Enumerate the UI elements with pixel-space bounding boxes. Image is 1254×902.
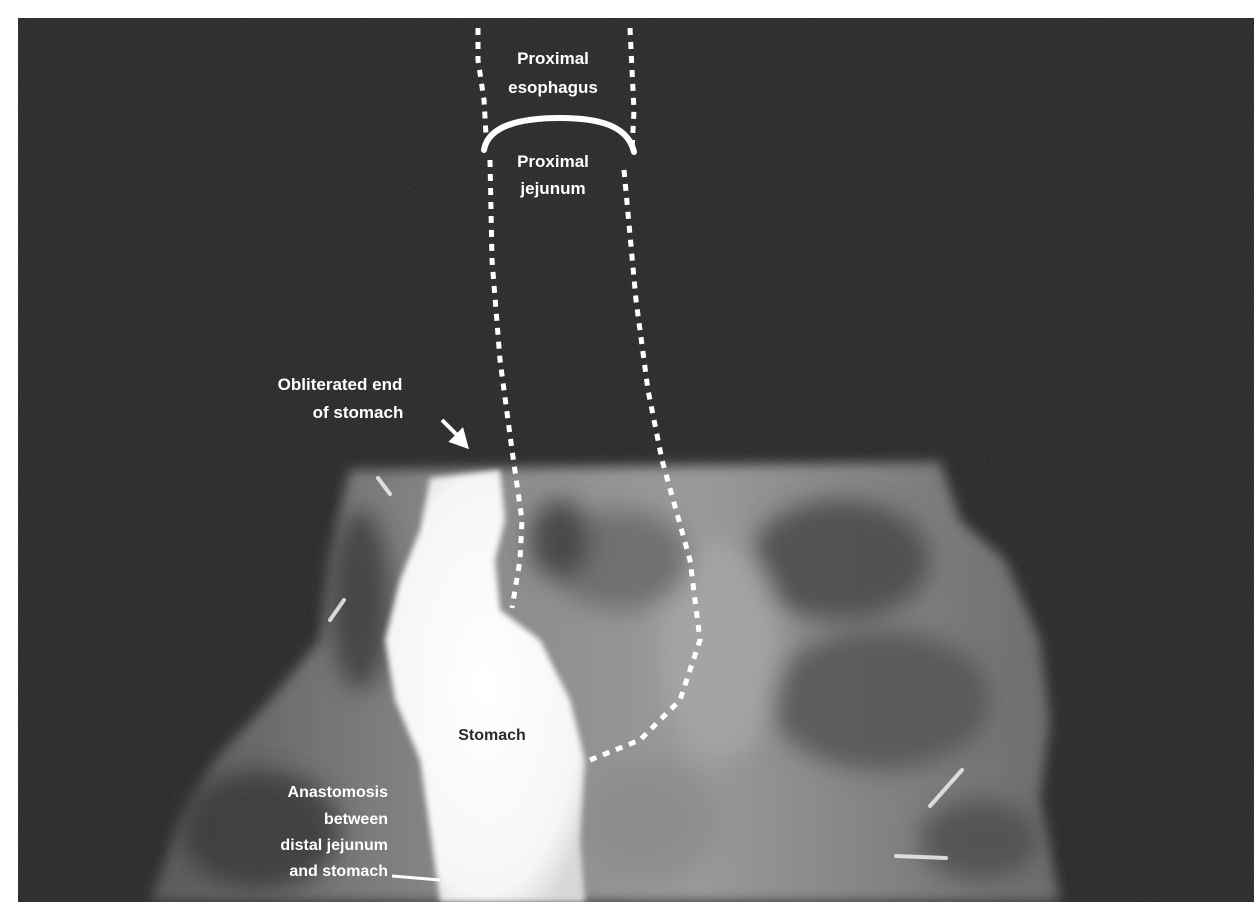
label-anastomosis-4: and stomach xyxy=(289,863,388,880)
label-proximal-jejunum-1: Proximal xyxy=(517,152,589,171)
label-stomach: Stomach xyxy=(458,727,526,744)
label-anastomosis-2: between xyxy=(324,811,388,828)
label-anastomosis-1: Anastomosis xyxy=(288,784,389,801)
label-proximal-esophagus-2: esophagus xyxy=(508,78,598,97)
label-obliterated-end-2: of stomach xyxy=(313,403,404,422)
label-anastomosis-3: distal jejunum xyxy=(280,837,388,854)
label-obliterated-end-1: Obliterated end xyxy=(278,375,403,394)
label-proximal-jejunum-2: jejunum xyxy=(519,179,585,198)
label-proximal-esophagus-1: Proximal xyxy=(517,49,589,68)
